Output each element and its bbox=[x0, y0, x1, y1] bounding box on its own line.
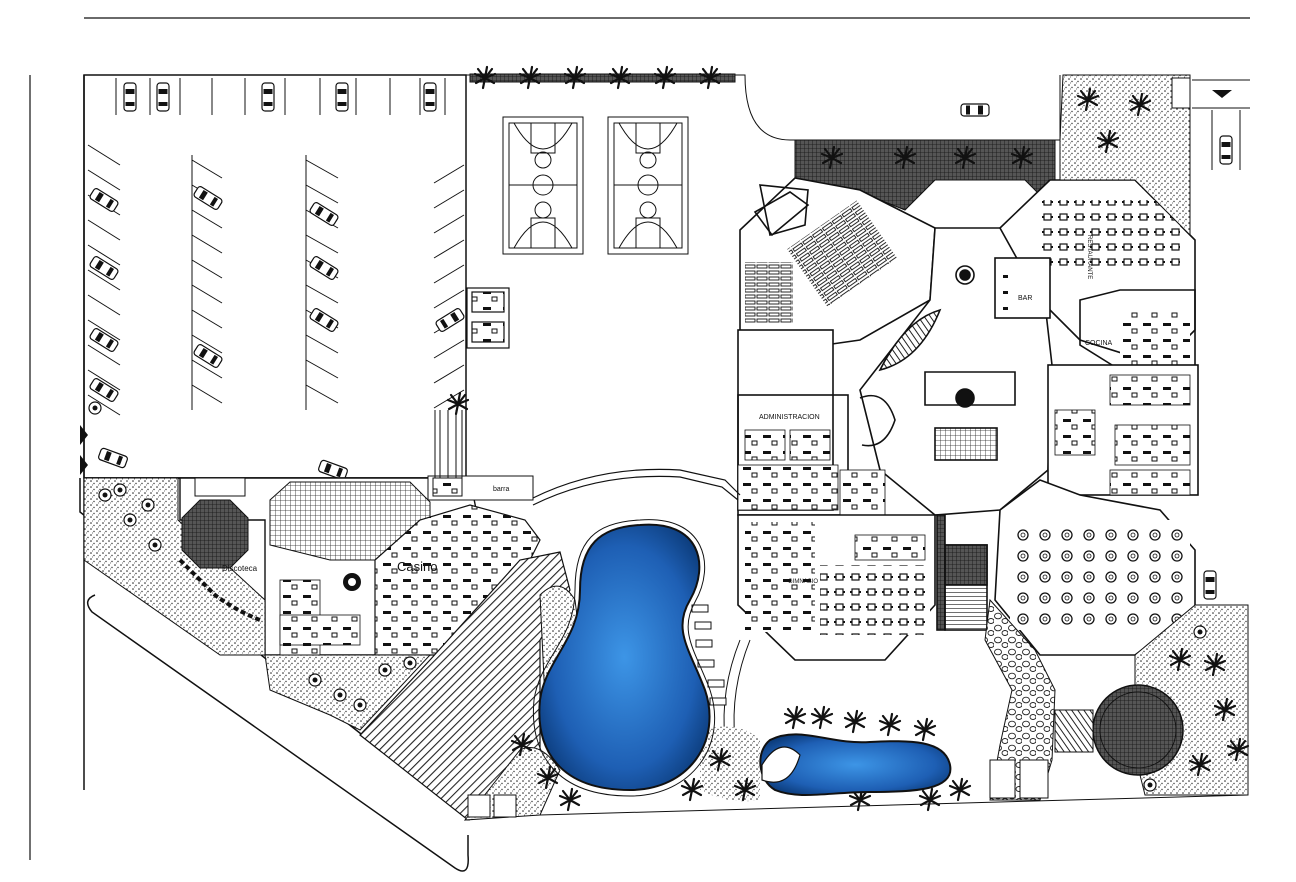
main-pool bbox=[538, 523, 711, 792]
label-cocina: COCINA bbox=[1085, 340, 1113, 347]
main-building bbox=[737, 177, 1199, 661]
label-discoteca: Discoteca bbox=[222, 564, 258, 573]
label-casino: Casino bbox=[397, 559, 437, 574]
garden-bottom-right bbox=[1054, 604, 1250, 796]
restroom-block bbox=[466, 287, 510, 349]
stone-path bbox=[984, 598, 1056, 801]
pool-deck bbox=[359, 551, 1249, 821]
small-pool-island bbox=[761, 746, 801, 783]
label-bar: BAR bbox=[1018, 295, 1032, 302]
label-restaurante: RESTAURANTE bbox=[1086, 235, 1092, 279]
main-pool-edge bbox=[532, 519, 715, 797]
basketball-courts bbox=[466, 74, 1061, 255]
hedge-row bbox=[469, 65, 736, 90]
parking-lot bbox=[80, 74, 990, 790]
label-gimnasio: GIMNASIO bbox=[788, 579, 818, 585]
label-barra: barra bbox=[493, 486, 509, 493]
label-administracion: ADMINISTRACION bbox=[759, 414, 820, 421]
disco-casino-wing bbox=[83, 391, 741, 731]
small-pool bbox=[759, 733, 952, 797]
garden-top-right bbox=[1059, 74, 1250, 600]
